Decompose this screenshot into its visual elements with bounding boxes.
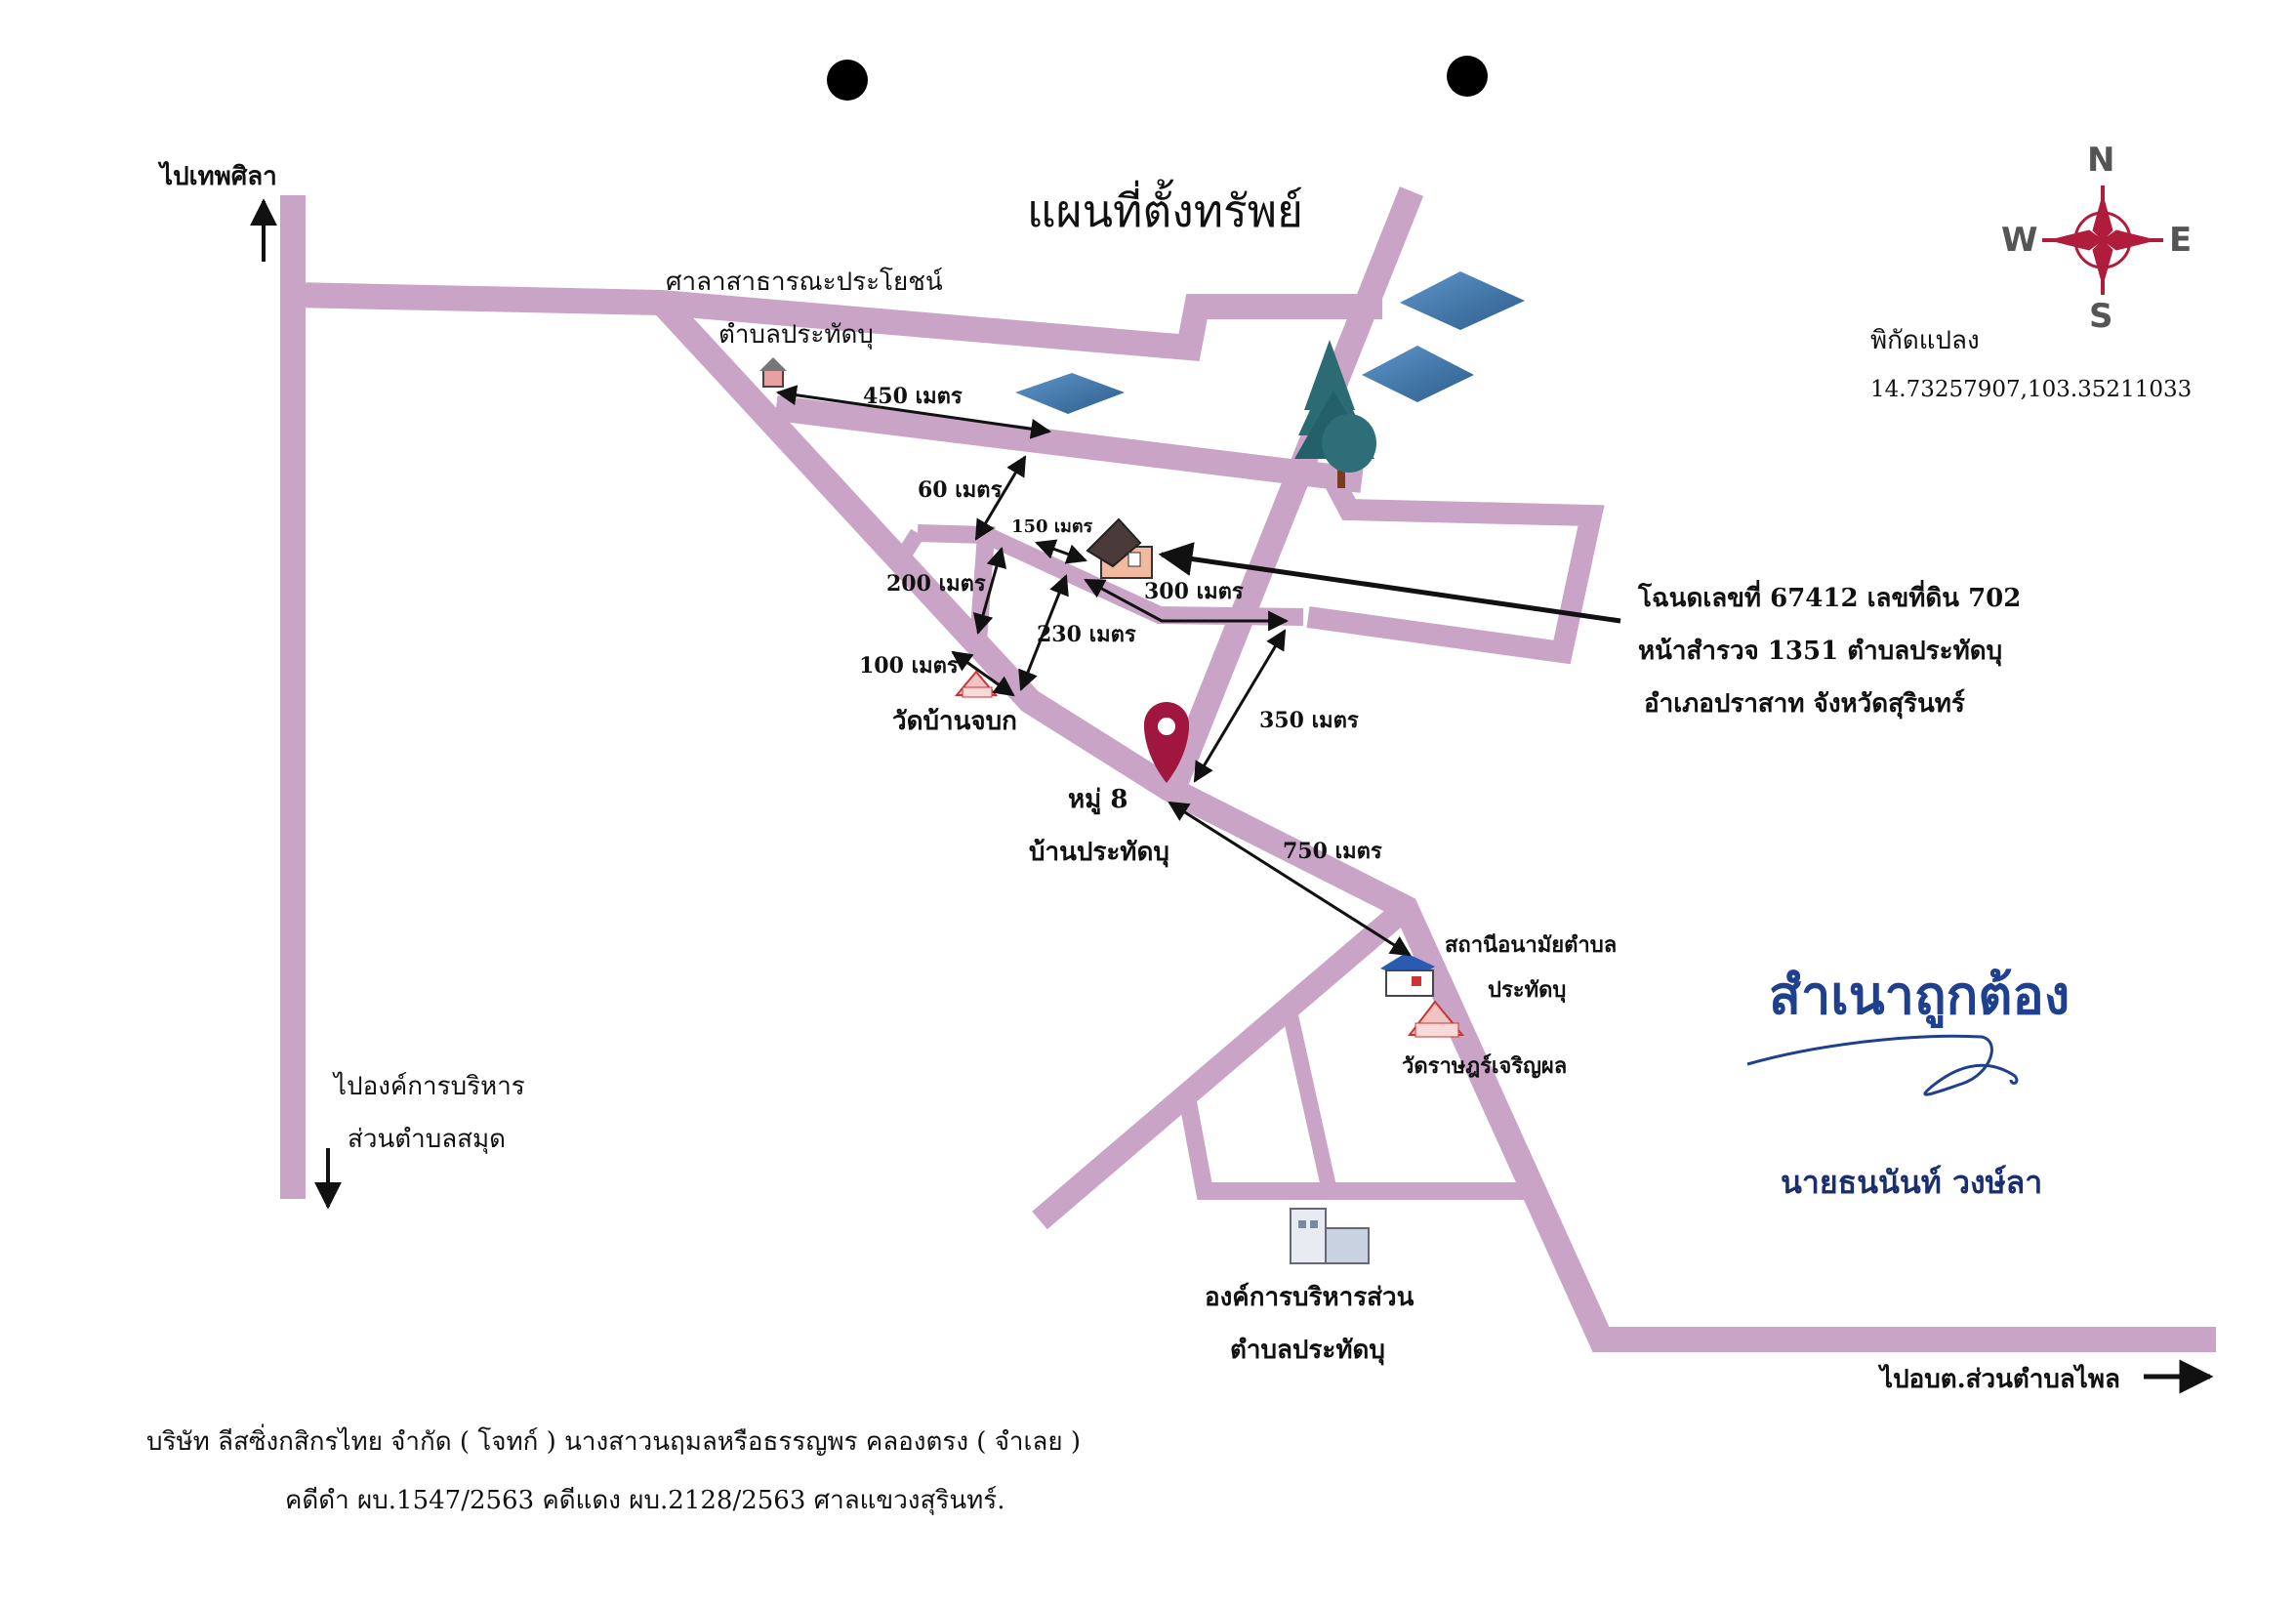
- arrow-450: [775, 385, 1052, 439]
- certification-stamp: สำเนาถูกต้อง: [1769, 965, 2070, 1026]
- arrow-60: [974, 455, 1027, 541]
- distance-100: 100 เมตร: [859, 653, 959, 679]
- pavilion-icon: [759, 357, 787, 388]
- road-parcel-east: [1306, 473, 1605, 665]
- place-sao-line1: องค์การบริหารส่วน: [1205, 1283, 1414, 1312]
- direction-thepsila: ไปเทพศิลา: [160, 162, 277, 191]
- coords-value: 14.73257907,103.35211033: [1870, 377, 2193, 402]
- place-village-line2: บ้านประทัดบุ: [1029, 838, 1169, 867]
- coords-label: พิกัดแปลง: [1870, 326, 1980, 355]
- place-sao-line2: ตำบลประทัดบุ: [1230, 1336, 1385, 1365]
- temple-rat-icon: [1407, 1000, 1465, 1038]
- compass-w-label: W: [2001, 221, 2038, 260]
- road-south-inner: [1283, 1013, 1337, 1193]
- compass-e-label: E: [2169, 221, 2193, 260]
- binder-hole-right: [1447, 56, 1488, 97]
- compass-n-label: N: [2087, 141, 2115, 180]
- deed-line1: โฉนดเลขที่ 67412 เลขที่ดิน 702: [1638, 584, 2022, 613]
- compass-s-label: S: [2089, 297, 2113, 336]
- signature-mark: [1746, 1034, 2019, 1096]
- road-north: [292, 282, 1382, 361]
- pond-east: [1362, 346, 1474, 402]
- deed-line3: อำเภอปราสาท จังหวัดสุรินทร์: [1644, 689, 1965, 719]
- direction-phai: ไปอบต.ส่วนตำบลไพล: [1880, 1365, 2120, 1394]
- distance-230: 230 เมตร: [1037, 622, 1136, 647]
- road-northeast-diagonal: [1164, 186, 1424, 786]
- distance-300: 300 เมตร: [1144, 579, 1244, 604]
- place-wat-rat: วัดราษฎร์เจริญผล: [1402, 1053, 1568, 1079]
- location-pin-icon: [1143, 702, 1190, 783]
- arrow-200: [972, 546, 1007, 636]
- place-sala-line2: ตำบลประทัดบุ: [718, 320, 874, 350]
- arrow-deed-pointer: [1158, 542, 1621, 624]
- arrow-750: [1168, 801, 1412, 957]
- distance-750: 750 เมตร: [1283, 839, 1382, 864]
- distance-60: 60 เมตร: [918, 477, 1003, 503]
- pond-northeast: [1400, 271, 1525, 330]
- sao-building-icon: [1290, 1208, 1370, 1264]
- arrow-300: [1084, 578, 1290, 632]
- distance-450: 450 เมตร: [863, 384, 963, 409]
- place-village-line1: หมู่ 8: [1068, 785, 1128, 814]
- certifier-name: นายธนนันท์ วงษ์ลา: [1781, 1164, 2043, 1201]
- road-mid-horizontal: [774, 395, 1364, 493]
- road-south-loop: [1177, 1090, 1542, 1200]
- property-house-icon: [1086, 517, 1153, 579]
- deed-line2: หน้าสำรวจ 1351 ตำบลประทัดบุ: [1638, 637, 2003, 666]
- distance-150: 150 เมตร: [1011, 516, 1093, 537]
- place-sala-line1: ศาลาสาธารณะประโยชน์: [666, 268, 943, 297]
- compass-rose-icon: [2042, 185, 2163, 295]
- direction-samut-line1: ไปองค์การบริหาร: [334, 1072, 525, 1101]
- distance-arrows: [250, 198, 2214, 1394]
- distance-200: 200 เมตร: [886, 571, 986, 597]
- arrow-100: [951, 650, 1015, 697]
- pond-west: [1015, 373, 1125, 414]
- distance-350: 350 เมตร: [1259, 708, 1359, 733]
- place-health-line2: ประทัดบุ: [1488, 977, 1567, 1003]
- direction-samut-line2: ส่วนตำบลสมุด: [348, 1125, 507, 1154]
- place-wat-ban-chob: วัดบ้านจบก: [892, 707, 1017, 736]
- arrow-230: [1018, 574, 1069, 691]
- road-loop-inner: [891, 528, 924, 569]
- pine-tree-icon: [1294, 340, 1376, 488]
- arrow-350: [1193, 629, 1287, 783]
- place-health-line1: สถานีอนามัยตำบล: [1445, 932, 1618, 958]
- arrow-150: [1035, 539, 1087, 564]
- binder-hole-left: [827, 60, 868, 101]
- map-title: แผนที่ตั้งทรัพย์: [1027, 185, 1304, 237]
- footer-line2: คดีดำ ผบ.1547/2563 คดีแดง ผบ.2128/2563 ศ…: [285, 1486, 1005, 1515]
- footer-line1: บริษัท ลีสซิ่งกสิกรไทย จำกัด ( โจทก์ ) น…: [146, 1427, 1081, 1457]
- road-southwest-diagonal: [1032, 898, 1414, 1230]
- health-station-icon: [1380, 953, 1435, 997]
